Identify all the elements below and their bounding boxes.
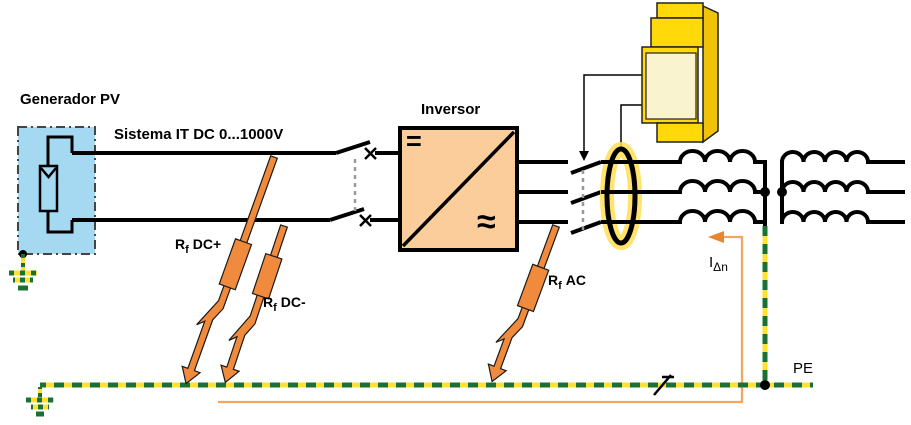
- dc-symbol-icon: =: [406, 126, 422, 156]
- transformer-primary: [601, 149, 767, 226]
- label-inverter: Inversor: [421, 101, 481, 118]
- device-step-top: [656, 2, 704, 19]
- ct-ring: [604, 146, 638, 246]
- pe-break-mark: [653, 374, 674, 396]
- fault-resistor: [218, 238, 253, 291]
- trip-arrow-head: [579, 151, 589, 161]
- star-point-dot-right: [777, 187, 787, 197]
- earth-symbol-pv: [9, 250, 37, 291]
- fault-arrow-dc-plus: [181, 155, 279, 385]
- pe-conductor: [40, 226, 813, 388]
- pv-module-symbol: [38, 135, 74, 234]
- dc-bus-wires: [72, 140, 400, 222]
- pe-junction-dot: [760, 380, 770, 390]
- label-residual-current: IΔn: [709, 254, 728, 274]
- device-front-panel: [645, 52, 697, 120]
- rcm-device: [641, 2, 719, 144]
- loop-arrow-head: [708, 231, 724, 243]
- transformer-secondary: [780, 150, 905, 224]
- device-side: [702, 4, 719, 144]
- inverter-box: [398, 126, 519, 252]
- fault-resistor: [251, 252, 283, 300]
- label-pv-generator: Generador PV: [20, 91, 121, 108]
- label-dc-system: Sistema IT DC 0...1000V: [114, 126, 284, 143]
- ac-lines: [517, 160, 602, 235]
- fault-resistor: [516, 263, 550, 313]
- earth-symbol-left: [26, 387, 54, 417]
- device-step-2: [650, 17, 704, 48]
- label-pe: PE: [793, 360, 814, 377]
- fault-arrow-ac: [487, 224, 561, 383]
- ac-symbol-icon: ≈: [477, 203, 496, 241]
- fault-arrow-dc-minus: [220, 224, 289, 384]
- device-step-bottom: [656, 122, 704, 143]
- star-point-dot-left: [760, 187, 770, 197]
- residual-current-loop: [218, 231, 744, 404]
- dc-switch-x-marks: [359, 147, 377, 227]
- rcm-wires: [583, 74, 643, 151]
- inverter-diagonal: [401, 130, 516, 248]
